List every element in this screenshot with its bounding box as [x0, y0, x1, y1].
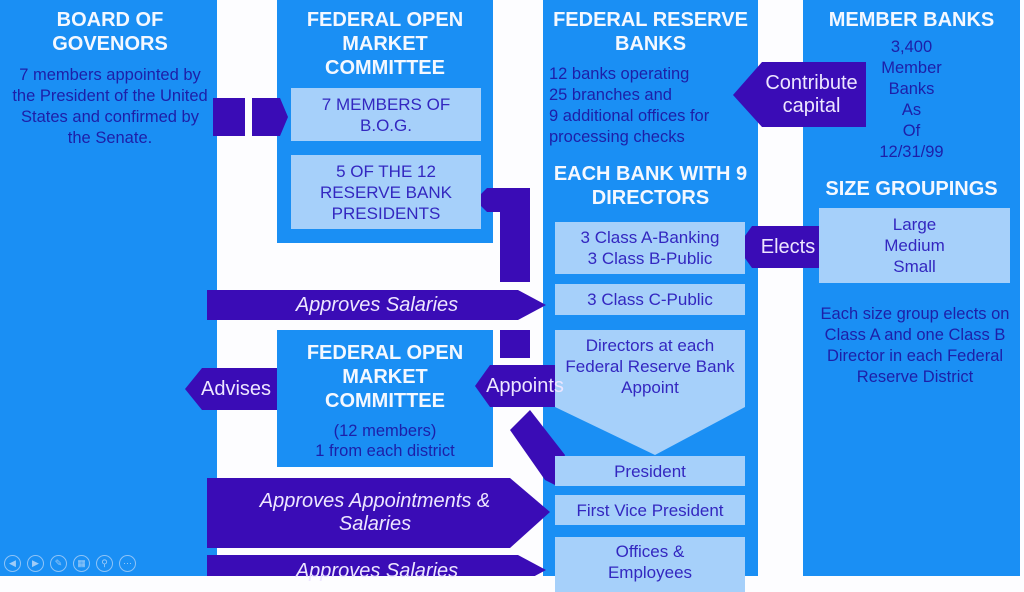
board-description: 7 members appointed by the President of … [12, 66, 208, 147]
fomc-bottom-district: 1 from each district [315, 442, 455, 460]
connector-block [213, 98, 245, 136]
contribute-capital-arrow [733, 62, 866, 127]
directors-pentagon [555, 330, 745, 455]
fomc-bog-members-box: 7 MEMBERS OF B.O.G. [291, 88, 481, 141]
desc-line: 9 additional offices for [549, 107, 710, 125]
size-groupings-box: Large Medium Small [819, 208, 1010, 283]
desc-line: 25 branches and [549, 86, 672, 104]
appoints-label: Appoints [486, 374, 564, 397]
fomc-top-title: FEDERAL OPEN MARKET COMMITTEE [306, 9, 464, 79]
count-line: 12/31/99 [879, 143, 944, 161]
board-of-governors-column [0, 0, 217, 576]
size-medium: Medium [884, 236, 945, 255]
pen-icon[interactable]: ✎ [50, 555, 67, 572]
class-b: 3 Class B-Public [587, 249, 713, 268]
advises-arrow [185, 368, 277, 410]
size-large: Large [892, 215, 937, 234]
desc-line: 12 banks operating [549, 65, 690, 83]
president-box: President [555, 456, 745, 486]
connector-arrow-right [252, 98, 288, 136]
approves-salaries-arrow-1 [207, 290, 546, 320]
more-options-icon[interactable]: ⋯ [119, 555, 136, 572]
member-banks-count: 3,400 Member Banks As Of 12/31/99 [803, 37, 1020, 163]
fomc-bottom-members: (12 members) [333, 422, 437, 440]
offices-employees-box: Offices & Employees [555, 537, 745, 592]
reserve-banks-description: 12 banks operating 25 branches and 9 add… [549, 64, 749, 148]
desc-line: processing checks [549, 128, 685, 146]
connector-square [500, 330, 530, 358]
appoints-arrow [475, 365, 572, 407]
connector-arrows [185, 62, 866, 576]
count-line: Banks [888, 80, 935, 98]
diagonal-connector [510, 410, 565, 485]
next-slide-icon[interactable]: ▶ [27, 555, 44, 572]
directors-title: EACH BANK WITH 9 DIRECTORS [553, 163, 748, 209]
board-title: BOARD OF GOVENORS [52, 9, 168, 55]
advises-label: Advises [200, 377, 272, 400]
fomc-reserve-presidents-box: 5 OF THE 12 RESERVE BANK PRESIDENTS [291, 155, 481, 229]
directors-appoint-text: Directors at each Federal Reserve Bank A… [565, 336, 735, 397]
approves-appointments-label: Approves Appointments & Salaries [259, 490, 491, 535]
count-line: Of [902, 122, 921, 140]
size-group-note: Each size group elects on Class A and on… [820, 305, 1010, 386]
approves-salaries-label-2: Approves Salaries [295, 559, 459, 582]
elects-label: Elects [760, 235, 816, 258]
first-vice-president-box: First Vice President [555, 495, 745, 525]
contribute-capital-label: Contribute capital [765, 71, 858, 117]
approves-salaries-arrow-2 [207, 555, 546, 576]
class-a: 3 Class A-Banking [580, 228, 720, 247]
bracket-arrow [475, 188, 530, 282]
slides-icon[interactable]: ▦ [73, 555, 90, 572]
count-line: Member [881, 59, 942, 77]
size-groupings-title: SIZE GROUPINGS [825, 178, 998, 200]
member-banks-title: MEMBER BANKS [828, 9, 995, 31]
count-line: 3,400 [890, 38, 933, 56]
approves-salaries-label-1: Approves Salaries [295, 293, 459, 316]
fomc-bottom-title: FEDERAL OPEN MARKET COMMITTEE [306, 342, 464, 412]
size-small: Small [893, 257, 936, 276]
elects-arrow [737, 226, 828, 268]
class-ab-box: 3 Class A-Banking 3 Class B-Public [555, 222, 745, 274]
count-line: As [901, 101, 922, 119]
previous-slide-icon[interactable]: ◀ [4, 555, 21, 572]
zoom-icon[interactable]: ⚲ [96, 555, 113, 572]
class-c-box: 3 Class C-Public [555, 284, 745, 315]
approves-appointments-arrow [207, 478, 550, 548]
reserve-banks-title: FEDERAL RESERVE BANKS [553, 9, 748, 55]
fomc-bottom-box [277, 330, 493, 467]
